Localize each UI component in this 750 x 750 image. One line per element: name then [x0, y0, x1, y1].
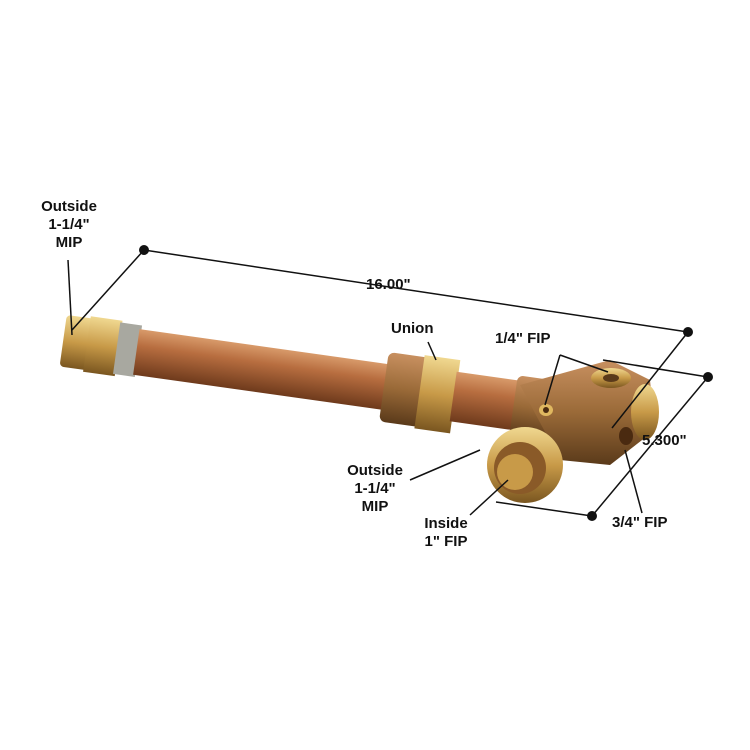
front-outlet-label: Outside 1-1/4" MIP: [340, 462, 410, 516]
label-line: Outside: [347, 462, 403, 479]
dimension-lines: [67, 249, 709, 517]
label-line: 1" FIP: [424, 533, 468, 550]
label-line: MIP: [361, 498, 389, 515]
union-label: Union: [391, 320, 434, 337]
quarter-fip-label: 1/4" FIP: [495, 330, 551, 347]
width-dimension: 5.300": [642, 432, 687, 449]
label-line: Inside: [424, 515, 468, 532]
label-line: 1-1/4": [354, 480, 396, 497]
left-end-label: Outside 1-1/4" MIP: [36, 198, 102, 252]
length-dimension: 16.00": [366, 276, 411, 293]
inner-outlet-label: Inside 1" FIP: [416, 515, 476, 551]
dimension-dots: [139, 245, 713, 521]
label-line: 1-1/4": [48, 216, 90, 233]
label-line: Outside: [41, 198, 97, 215]
label-line: MIP: [55, 234, 83, 251]
three-quarter-fip-label: 3/4" FIP: [612, 514, 668, 531]
